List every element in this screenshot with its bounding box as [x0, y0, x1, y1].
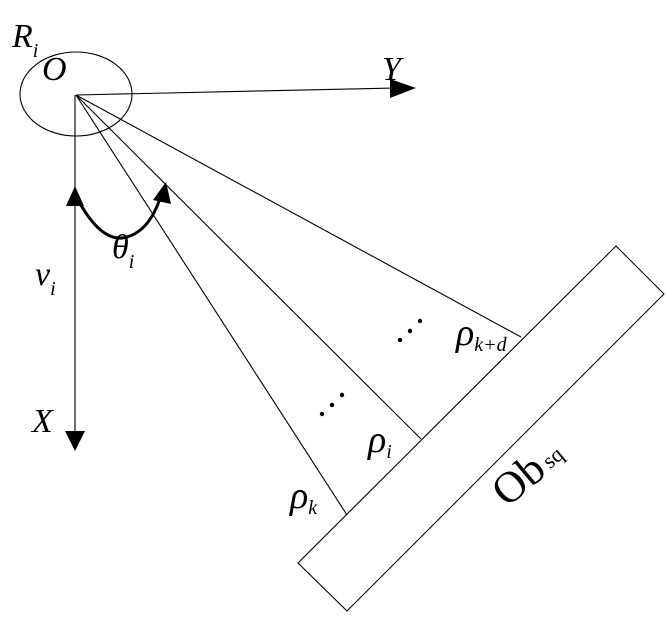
- ellipsis-lower: [319, 392, 345, 417]
- rho-k-label: ρk: [289, 475, 318, 519]
- robot-label: Ri: [11, 18, 38, 62]
- obstacle-label: Obsq: [482, 428, 573, 515]
- angle-arrowhead-left: [66, 186, 84, 206]
- angle-label: θi: [112, 229, 134, 273]
- x-axis-label: X: [30, 403, 54, 440]
- y-axis-label: Y: [382, 51, 404, 88]
- y-axis-arrowhead: [390, 79, 416, 98]
- ray-rho-i: [75, 94, 422, 440]
- rho-k-plus-d-label: ρk+d: [455, 312, 508, 356]
- y-axis-line: [75, 87, 397, 96]
- x-axis-arrowhead: [65, 431, 85, 451]
- origin-label: O: [42, 51, 67, 88]
- obstacle-rectangle: [297, 245, 665, 612]
- ray-rho-k: [75, 94, 348, 516]
- velocity-label: vi: [35, 256, 56, 300]
- ray-rho-k-plus-d: [75, 94, 522, 338]
- angle-arc: [76, 191, 164, 240]
- ellipsis-upper: [397, 318, 423, 343]
- angle-arrowhead-right: [153, 182, 171, 204]
- rho-i-label: ρi: [367, 419, 392, 463]
